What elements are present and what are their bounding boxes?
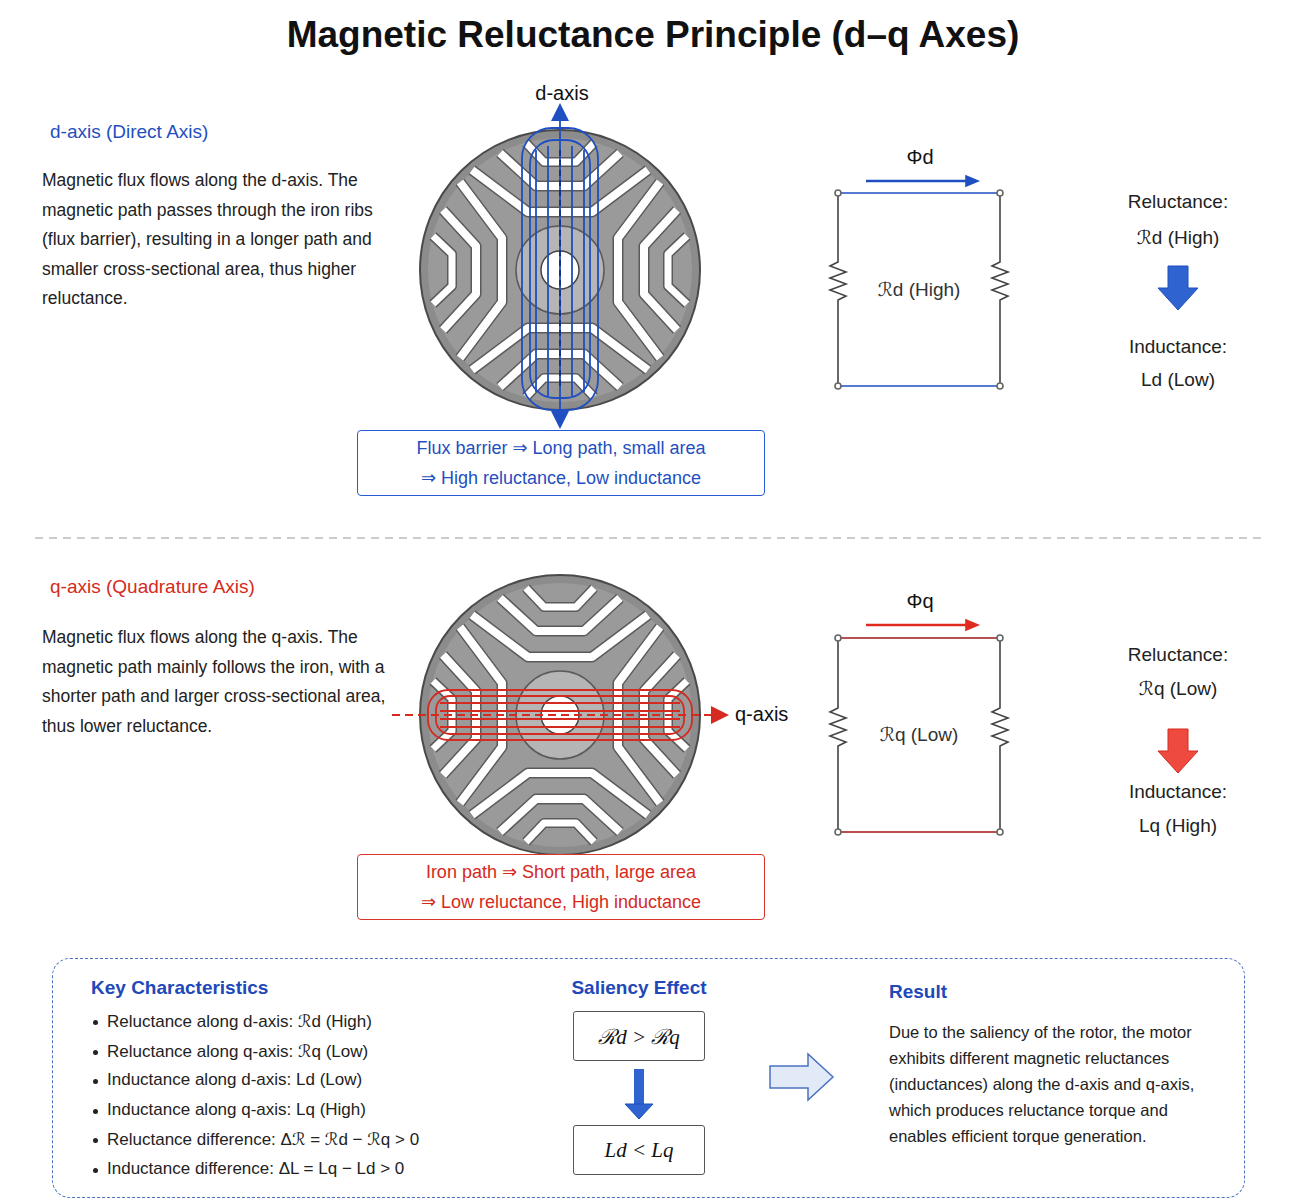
panel-heading: Key Characteristics xyxy=(91,977,268,999)
panel-heading: Result xyxy=(889,981,947,1003)
section-body: Magnetic flux flows along the d-axis. Th… xyxy=(42,166,387,314)
node-text: ℛd > ℛq xyxy=(598,1022,680,1050)
connector-arrow xyxy=(625,1069,653,1119)
inductance-value: Ld (Low) xyxy=(1141,369,1215,391)
q-circuit xyxy=(830,620,1008,835)
bullet xyxy=(93,1020,98,1025)
saliency-box: Ld < Lq xyxy=(573,1125,705,1175)
title: Magnetic Reluctance Principle (d–q Axes) xyxy=(287,14,1020,56)
result-arrow xyxy=(770,1054,833,1100)
node-text: Iron path ⇒ Short path, large area xyxy=(426,857,696,887)
list-item: Inductance along q-axis: Lq (High) xyxy=(107,1100,366,1120)
node-text: ℛq (Low) xyxy=(880,720,959,750)
q-flux xyxy=(392,690,720,740)
node-text: ⇒ High reluctance, Low inductance xyxy=(421,463,701,493)
separator xyxy=(35,537,1265,538)
reluctance-value: ℛq (Low) xyxy=(1139,677,1218,700)
axis-label: q-axis xyxy=(735,703,788,726)
down-arrow xyxy=(1158,729,1198,773)
inductance-label: Inductance: xyxy=(1129,781,1227,803)
node-text: ⇒ Low reluctance, High inductance xyxy=(421,887,701,917)
list-item: Inductance difference: ΔL = Lq − Ld > 0 xyxy=(107,1159,404,1179)
list-item: Reluctance along d-axis: ℛd (High) xyxy=(107,1011,372,1032)
summary-panel: Key CharacteristicsReluctance along d-ax… xyxy=(52,958,1245,1198)
bullet xyxy=(93,1109,98,1114)
inductance-value: Lq (High) xyxy=(1139,815,1217,837)
list-item: Reluctance difference: Δℛ = ℛd − ℛq > 0 xyxy=(107,1129,419,1150)
section-heading: d-axis (Direct Axis) xyxy=(50,121,208,143)
reluctance-label: Reluctance: xyxy=(1128,191,1228,213)
reluctance-circuit: ℛq (Low) xyxy=(838,638,1000,832)
panel-heading: Saliency Effect xyxy=(571,977,706,999)
reluctance-circuit: ℛd (High) xyxy=(838,193,1000,386)
saliency-box: ℛd > ℛq xyxy=(573,1011,705,1061)
node-text: Ld < Lq xyxy=(604,1138,673,1163)
reluctance-value: ℛd (High) xyxy=(1137,226,1220,249)
caption-box: Flux barrier ⇒ Long path, small area⇒ Hi… xyxy=(357,430,765,496)
result-text: Due to the saliency of the rotor, the mo… xyxy=(889,1019,1207,1149)
down-arrow xyxy=(1158,266,1198,310)
bullet xyxy=(93,1168,98,1173)
d-flux xyxy=(522,112,598,420)
list-item: Reluctance along q-axis: ℛq (Low) xyxy=(107,1041,368,1062)
caption-box: Iron path ⇒ Short path, large area⇒ Low … xyxy=(357,854,765,920)
bullet xyxy=(93,1138,98,1143)
flux-label: Φq xyxy=(906,590,933,613)
section-body: Magnetic flux flows along the q-axis. Th… xyxy=(42,623,387,741)
reluctance-label: Reluctance: xyxy=(1128,644,1228,666)
d-circuit xyxy=(830,176,1008,389)
axis-label: d-axis xyxy=(535,82,588,105)
bullet xyxy=(93,1050,98,1055)
list-item: Inductance along d-axis: Ld (Low) xyxy=(107,1070,362,1090)
node-text: Flux barrier ⇒ Long path, small area xyxy=(416,433,705,463)
section-heading: q-axis (Quadrature Axis) xyxy=(50,576,255,598)
bullet xyxy=(93,1079,98,1084)
node-text: ℛd (High) xyxy=(878,275,961,305)
inductance-label: Inductance: xyxy=(1129,336,1227,358)
rotor-d xyxy=(420,130,700,410)
flux-label: Φd xyxy=(906,146,933,169)
